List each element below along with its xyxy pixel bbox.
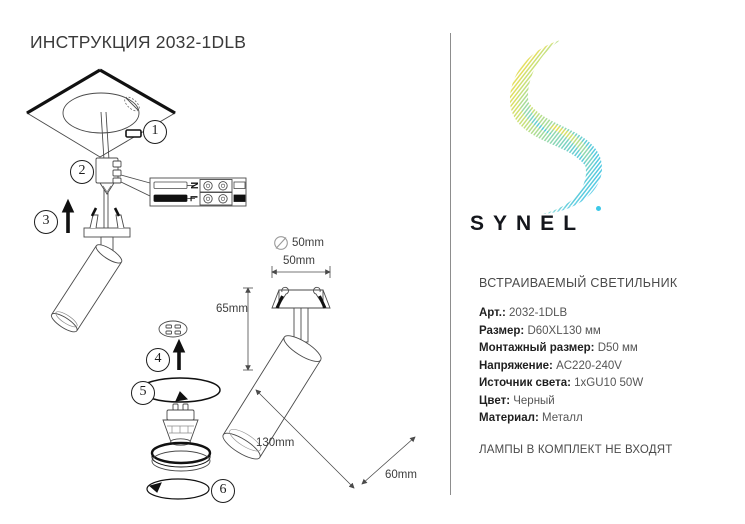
wordmark-text: SYNE: [470, 212, 564, 235]
dimension-body-diameter: 60mm: [385, 469, 417, 481]
spec-key: Источник света:: [479, 377, 571, 389]
spec-key: Арт.:: [479, 307, 506, 319]
bezel-width-dimension: [271, 266, 331, 278]
diameter-symbol-icon: [274, 236, 288, 250]
spec-key: Монтажный размер:: [479, 342, 595, 354]
insert-arrow-4: [172, 338, 186, 370]
gu10-lamp-large: [162, 403, 199, 446]
insert-arrow-3: [61, 198, 75, 233]
ceiling-hole-callout: [124, 96, 142, 138]
wire-connector: [95, 157, 122, 195]
step-badge-5: 5: [131, 381, 155, 405]
spec-value: AC220-240V: [556, 359, 622, 372]
page-title: ИНСТРУКЦИЯ 2032-1DLB: [30, 32, 247, 52]
step-badge-1: 1: [143, 120, 167, 144]
technical-drawing: [222, 236, 416, 489]
dimension-body-length: 130mm: [256, 437, 295, 449]
spec-row: Напряжение: AC220-240V: [479, 358, 729, 376]
spec-row: Арт.: 2032-1DLB: [479, 305, 729, 323]
step-badge-6: 6: [211, 479, 235, 503]
spec-value: Черный: [513, 394, 555, 407]
spec-row: Размер: D60XL130 мм: [479, 323, 729, 341]
spec-value: D50 мм: [597, 342, 638, 354]
dimension-cutout-diameter: 50mm: [292, 237, 324, 249]
spec-value: 2032-1DLB: [509, 307, 568, 319]
wordmark-tail: L: [563, 212, 586, 235]
syneil-s-swoosh-logo: [510, 40, 602, 214]
terminal-leader-upper: [120, 174, 151, 184]
spec-row: Материал: Металл: [479, 410, 729, 428]
step-badge-3: 3: [34, 210, 58, 234]
spec-key: Размер:: [479, 324, 525, 337]
supply-cable: [100, 111, 110, 228]
twist-ring-6: [146, 478, 210, 500]
wordmark-i-dot: [596, 206, 601, 211]
terminal-leader-lower: [120, 181, 151, 197]
brand-block: SYNEL: [470, 36, 730, 236]
spotlight-body-left: [50, 244, 123, 333]
recessed-housing-left: [83, 207, 131, 254]
step-badge-2: 2: [70, 160, 94, 184]
specification-list: Арт.: 2032-1DLB Размер: D60XL130 мм Монт…: [479, 305, 729, 428]
spec-value: Металл: [541, 412, 583, 424]
product-type-label: ВСТРАИВАЕМЫЙ СВЕТИЛЬНИК: [479, 276, 678, 290]
spec-value: 1xGU10 50W: [574, 377, 644, 389]
spec-value: D60XL130 мм: [527, 324, 601, 337]
wiring-neutral-label: N: [188, 181, 200, 190]
lamps-not-included-note: ЛАМПЫ В КОМПЛЕКТ НЕ ВХОДЯТ: [479, 444, 673, 456]
spec-row: Источник света: 1xGU10 50W: [479, 375, 729, 393]
spec-key: Напряжение:: [479, 359, 553, 372]
step-badge-4: 4: [146, 348, 170, 372]
spec-key: Цвет:: [479, 394, 511, 407]
panel-divider: [450, 33, 451, 495]
dimension-recess-height: 65mm: [216, 303, 248, 315]
spec-row: Монтажный размер: D50 мм: [479, 340, 729, 358]
recessed-bezel: [271, 286, 331, 343]
dimension-bezel-width: 50mm: [283, 255, 315, 267]
recess-height-dimension: [243, 287, 253, 371]
gu10-lamp-small: [158, 320, 188, 338]
brand-wordmark: SYNEL: [470, 206, 670, 236]
spec-key: Материал:: [479, 412, 539, 424]
trim-ring-cover: [150, 441, 212, 472]
spec-row: Цвет: Черный: [479, 393, 729, 411]
wiring-live-label: L: [187, 195, 199, 202]
